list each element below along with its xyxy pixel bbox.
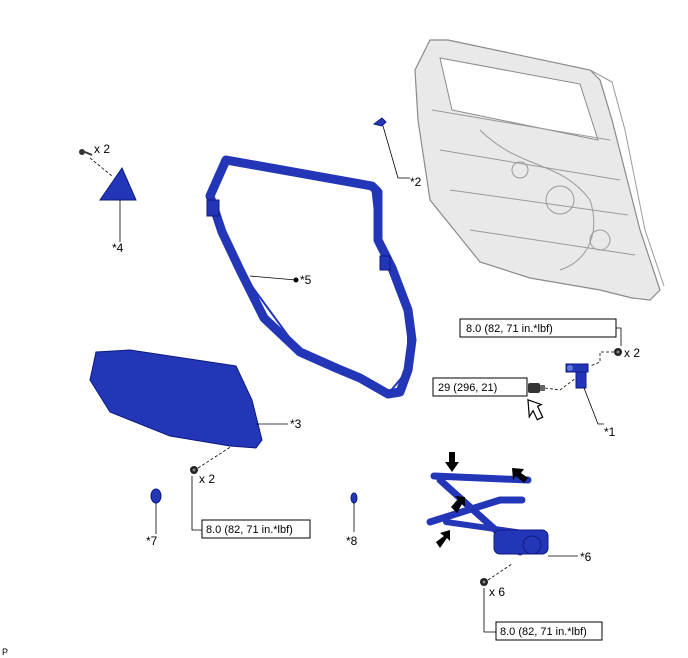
qty-bolt-hinge: x 2	[624, 346, 640, 360]
qty-bolt-glass: x 2	[199, 472, 215, 486]
bolt-icon	[528, 383, 545, 393]
label-part-6: *6	[580, 550, 592, 564]
bolt-path-regulator	[487, 563, 513, 581]
leader-spec-hinge-top	[616, 327, 622, 346]
label-part-3: *3	[290, 417, 302, 431]
leader-part-1	[583, 387, 604, 425]
door-panel	[414, 39, 665, 301]
qty-screw-top: x 2	[94, 142, 110, 156]
part-1-hinge	[565, 363, 589, 389]
label-part-8: *8	[346, 534, 358, 548]
part-5-weatherstrip	[205, 155, 417, 399]
label-part-2: *2	[410, 175, 422, 189]
part-2-trim	[372, 117, 387, 127]
leader-spec-glass	[191, 476, 202, 531]
torque-box-glass	[201, 519, 311, 539]
torque-value-regulator: 8.0 (82, 71 in.*lbf)	[500, 626, 587, 638]
label-part-5: *5	[300, 273, 312, 287]
leader-part-2	[382, 125, 410, 179]
torque-value-hinge-top: 8.0 (82, 71 in.*lbf)	[466, 323, 553, 335]
bolt-path-hinge-top	[589, 351, 614, 367]
corner-mark: P	[2, 647, 8, 657]
push-arrow-icon	[445, 452, 459, 472]
torque-value-hinge-main: 29 (296, 21)	[438, 382, 497, 394]
marker-dot-part-5	[293, 277, 299, 283]
part-7-clip	[150, 488, 162, 504]
leader-spec-regulator	[483, 588, 496, 633]
hollow-arrow-icon	[527, 398, 544, 421]
part-3-door-glass	[89, 349, 263, 449]
part-8-clip	[350, 492, 358, 504]
bolt-icon	[614, 348, 622, 356]
qty-bolt-regulator: x 6	[489, 585, 505, 599]
leader-part-5	[249, 275, 297, 281]
torque-value-glass: 8.0 (82, 71 in.*lbf)	[206, 524, 293, 536]
bolt-path-hinge-main	[544, 377, 577, 391]
part-4-corner-piece	[99, 166, 137, 201]
push-arrow-icon	[436, 530, 450, 548]
bolt-icon	[480, 578, 488, 586]
torque-box-hinge-main	[432, 377, 528, 397]
label-part-1: *1	[604, 425, 616, 439]
label-part-4: *4	[112, 241, 124, 255]
screw-path-part-4	[89, 157, 113, 177]
push-arrow-icon	[512, 468, 528, 483]
bolt-icon	[190, 466, 198, 474]
torque-box-regulator	[495, 621, 603, 641]
push-arrow-icon	[451, 496, 465, 513]
label-part-7: *7	[146, 534, 158, 548]
bolt-path-glass	[197, 445, 233, 469]
screw-icon	[79, 149, 93, 156]
part-6-window-regulator	[426, 472, 549, 556]
